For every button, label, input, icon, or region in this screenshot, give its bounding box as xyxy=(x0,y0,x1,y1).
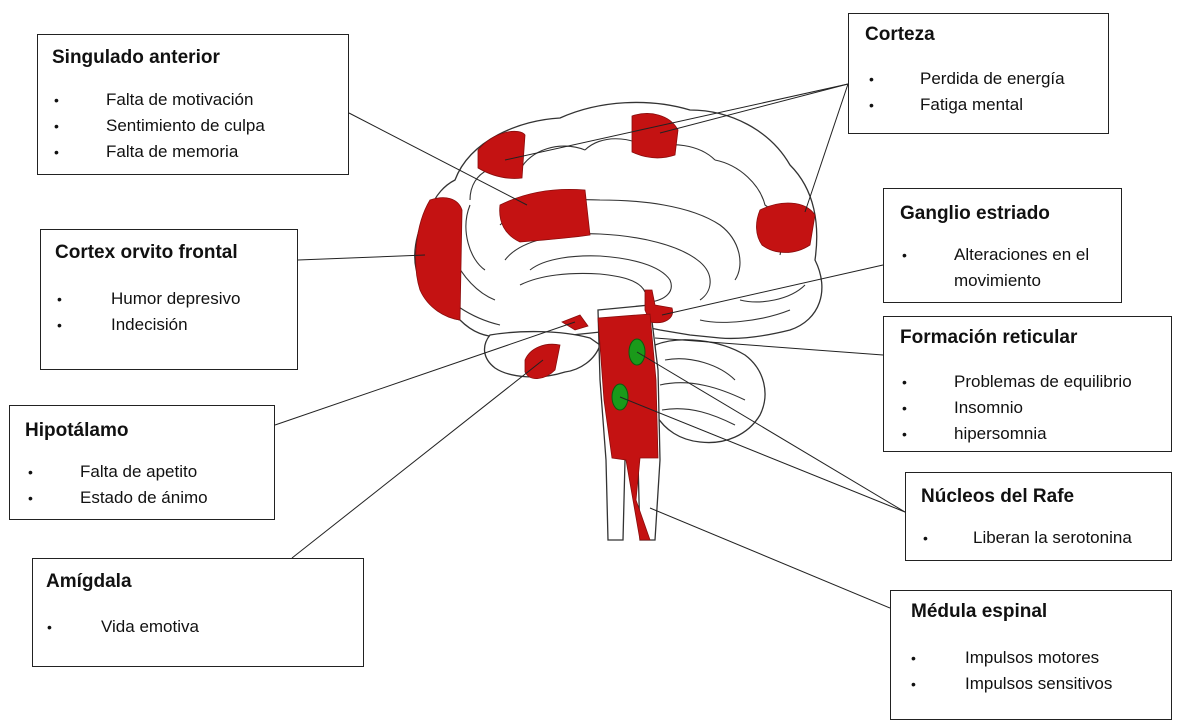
list-item: •Falta de motivación xyxy=(54,87,265,113)
box-amigdala: Amígdala •Vida emotiva xyxy=(32,558,364,667)
box-corteza: Corteza •Perdida de energía •Fatiga ment… xyxy=(848,13,1109,134)
symptom-list: •Falta de apetito •Estado de ánimo xyxy=(28,459,208,511)
symptom-list: •Vida emotiva xyxy=(47,614,199,640)
cortex-right-region xyxy=(756,203,815,252)
symptom-list: •Alteraciones en el movimiento xyxy=(902,242,1089,294)
list-item: •Impulsos sensitivos xyxy=(911,671,1112,697)
box-ganglio-estriado: Ganglio estriado •Alteraciones en el mov… xyxy=(883,188,1122,303)
line-cortex-orvito xyxy=(298,255,425,260)
symptom-list: •Liberan la serotonina xyxy=(923,525,1132,551)
box-cortex-orvito-frontal: Cortex orvito frontal •Humor depresivo •… xyxy=(40,229,298,370)
box-title: Núcleos del Rafe xyxy=(921,486,1074,508)
box-nucleos-del-rafe: Núcleos del Rafe •Liberan la serotonina xyxy=(905,472,1172,561)
symptom-list: •Problemas de equilibrio •Insomnio •hipe… xyxy=(902,369,1132,447)
symptom-list: •Humor depresivo •Indecisión xyxy=(57,286,240,338)
line-nucleos-2 xyxy=(620,397,905,512)
box-title: Formación reticular xyxy=(900,327,1077,349)
symptom-list: •Falta de motivación •Sentimiento de cul… xyxy=(54,87,265,165)
line-amigdala xyxy=(292,360,543,558)
box-title: Amígdala xyxy=(46,571,132,593)
list-item: •hipersomnia xyxy=(902,421,1132,447)
cortex-top-left-region xyxy=(478,131,525,178)
list-item: •Problemas de equilibrio xyxy=(902,369,1132,395)
box-title: Médula espinal xyxy=(911,601,1047,623)
box-title: Cortex orvito frontal xyxy=(55,242,238,264)
list-item: •Sentimiento de culpa xyxy=(54,113,265,139)
list-item: •Falta de apetito xyxy=(28,459,208,485)
list-item: •Perdida de energía xyxy=(869,66,1065,92)
list-item: •Liberan la serotonina xyxy=(923,525,1132,551)
list-item: •Falta de memoria xyxy=(54,139,265,165)
symptom-list: •Perdida de energía •Fatiga mental xyxy=(869,66,1065,118)
box-hipotalamo: Hipotálamo •Falta de apetito •Estado de … xyxy=(9,405,275,520)
line-corteza-2 xyxy=(660,84,848,133)
list-item: •Alteraciones en el movimiento xyxy=(902,242,1089,294)
box-title: Corteza xyxy=(865,24,935,46)
list-item: •Fatiga mental xyxy=(869,92,1065,118)
line-corteza-3 xyxy=(805,84,848,212)
box-title: Singulado anterior xyxy=(52,47,220,69)
list-item: •Insomnio xyxy=(902,395,1132,421)
list-item: •Humor depresivo xyxy=(57,286,240,312)
box-singulado-anterior: Singulado anterior •Falta de motivación … xyxy=(37,34,349,175)
box-formacion-reticular: Formación reticular •Problemas de equili… xyxy=(883,316,1172,452)
orbitofrontal-region xyxy=(416,198,462,320)
cerebellum-outline xyxy=(655,340,765,443)
list-item: •Impulsos motores xyxy=(911,645,1112,671)
symptom-list: •Impulsos motores •Impulsos sensitivos xyxy=(911,645,1112,697)
box-title: Ganglio estriado xyxy=(900,203,1050,225)
list-item: •Vida emotiva xyxy=(47,614,199,640)
list-item: •Estado de ánimo xyxy=(28,485,208,511)
box-medula-espinal: Médula espinal •Impulsos motores •Impuls… xyxy=(890,590,1172,720)
line-medula xyxy=(650,508,890,608)
list-item: •Indecisión xyxy=(57,312,240,338)
box-title: Hipotálamo xyxy=(25,420,128,442)
